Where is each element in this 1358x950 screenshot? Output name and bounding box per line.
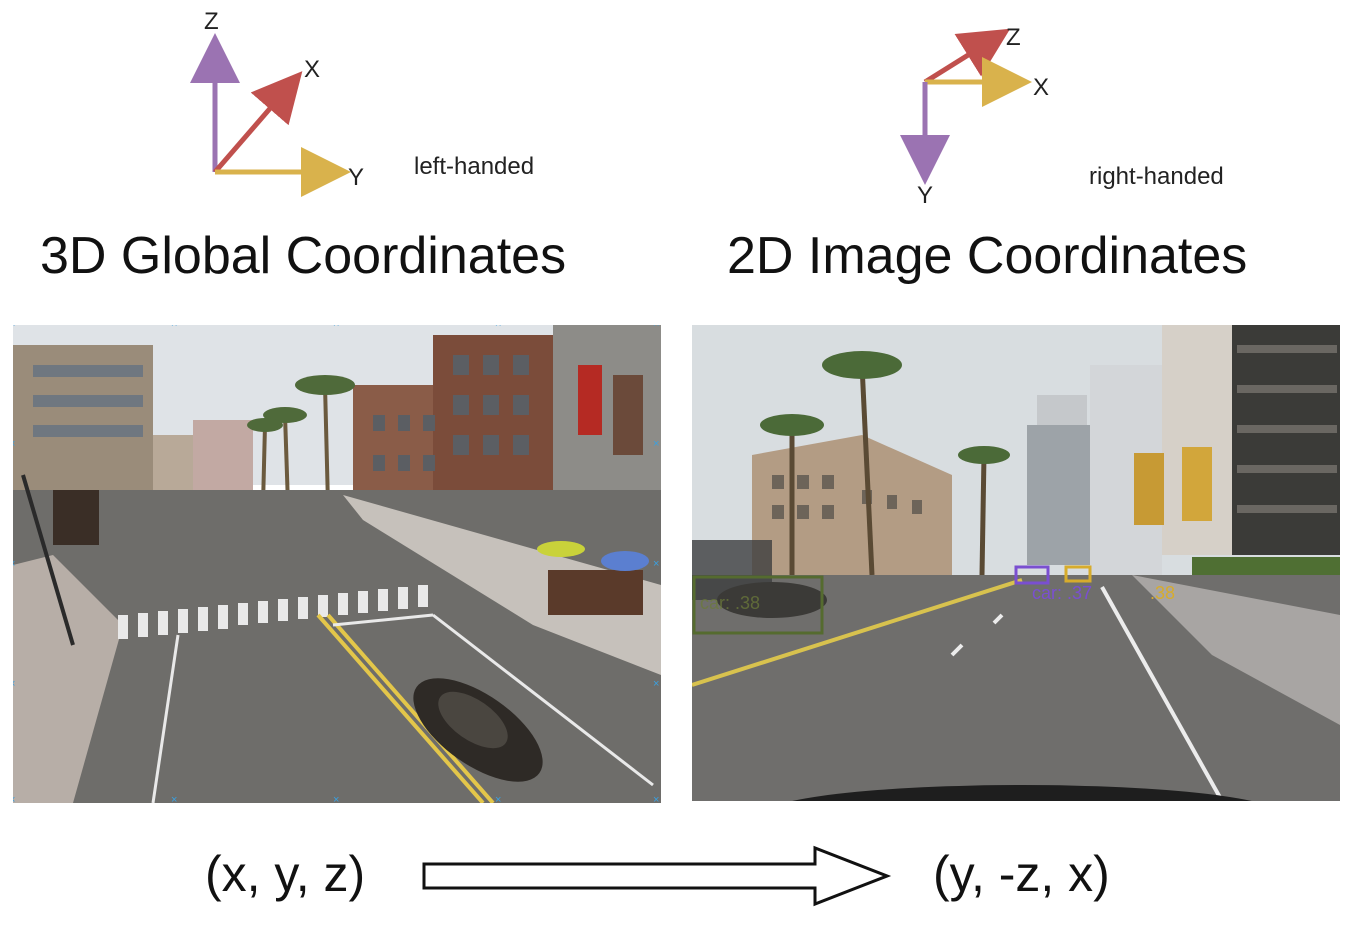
right-handedness-label: right-handed bbox=[1089, 163, 1224, 190]
right-scene-image: car: .38 car: .37 .38 bbox=[692, 325, 1340, 801]
left-handedness-label: left-handed bbox=[414, 153, 535, 180]
detection-label-right-a: car: .37 bbox=[1032, 583, 1093, 603]
selection-handle-icon: × bbox=[653, 794, 660, 804]
left-title: 3D Global Coordinates bbox=[40, 227, 567, 285]
selection-handle-icon: × bbox=[13, 325, 15, 330]
left-z-label: Z bbox=[204, 8, 219, 35]
right-x-label: X bbox=[1033, 74, 1050, 101]
selection-handle-icon: × bbox=[653, 438, 660, 450]
selection-handle-icon: × bbox=[13, 439, 15, 450]
left-scene-image: × × × × × × × × × × × × × × × × bbox=[13, 325, 661, 803]
right-formula: (y, -z, x) bbox=[933, 846, 1110, 902]
selection-handle-icon: × bbox=[653, 325, 659, 330]
transform-arrow bbox=[422, 845, 892, 907]
selection-handle-icon: × bbox=[333, 794, 340, 804]
right-y-label: Y bbox=[917, 182, 934, 209]
right-axes-diagram bbox=[900, 28, 1032, 185]
right-z-label: Z bbox=[1006, 24, 1021, 51]
selection-handle-icon: × bbox=[171, 325, 177, 330]
detection-box-left bbox=[692, 575, 824, 635]
left-y-label: Y bbox=[348, 164, 365, 191]
left-formula: (x, y, z) bbox=[205, 846, 366, 902]
selection-handle-icon: × bbox=[495, 794, 502, 804]
selection-handle-icon: × bbox=[495, 325, 501, 330]
left-x-axis-arrow bbox=[213, 71, 303, 174]
right-z-axis-arrow bbox=[923, 28, 1011, 85]
selection-handle-icon: × bbox=[653, 558, 660, 570]
selection-handle-icon: × bbox=[13, 559, 15, 570]
left-scene-car bbox=[413, 678, 543, 782]
selection-handle-icon: × bbox=[653, 678, 660, 690]
detection-box-right-b bbox=[1064, 565, 1092, 583]
selection-handle-icon: × bbox=[171, 794, 178, 804]
detection-box-right-a bbox=[1014, 565, 1050, 585]
selection-handle-icon: × bbox=[333, 325, 339, 330]
detection-label-right-b: .38 bbox=[1150, 583, 1176, 603]
left-axes-diagram bbox=[190, 33, 351, 197]
selection-handle-icon: × bbox=[13, 795, 15, 804]
right-title: 2D Image Coordinates bbox=[727, 227, 1248, 285]
selection-handle-icon: × bbox=[13, 679, 15, 690]
left-x-label: X bbox=[304, 56, 321, 83]
detection-label-left: car: .38 bbox=[700, 593, 761, 613]
